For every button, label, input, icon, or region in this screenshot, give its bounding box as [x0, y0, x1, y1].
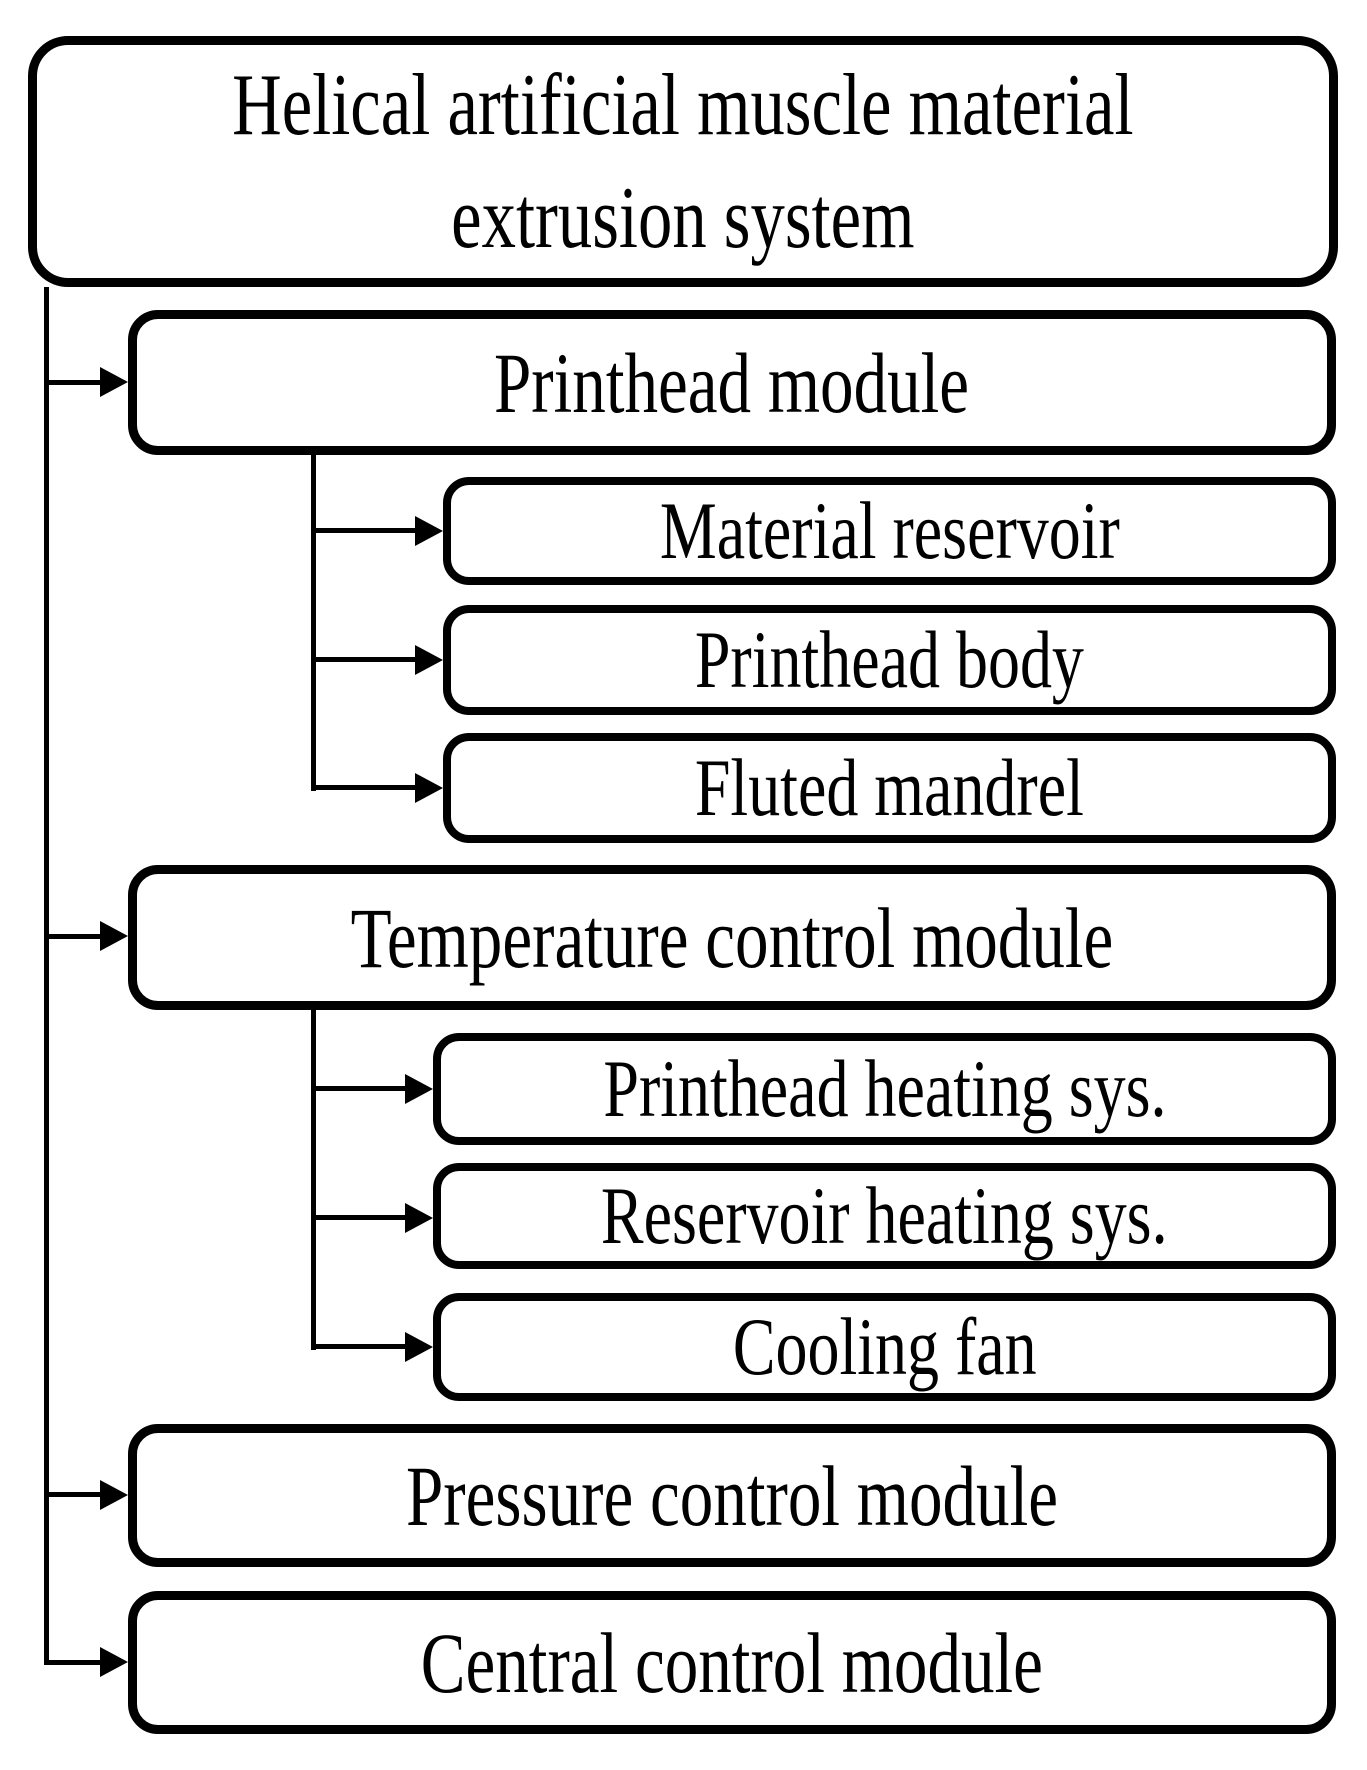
node-reservoir-heating-sys: Reservoir heating sys. [433, 1163, 1336, 1269]
arrow-fluted-mandrel-icon [415, 773, 443, 803]
node-material-reservoir: Material reservoir [443, 477, 1336, 585]
node-printhead-body-label: Printhead body [694, 614, 1085, 705]
node-material-reservoir-label: Material reservoir [659, 485, 1120, 576]
node-central-control-module: Central control module [128, 1591, 1336, 1734]
node-temperature-control-module: Temperature control module [128, 865, 1336, 1010]
node-cooling-fan: Cooling fan [433, 1293, 1336, 1401]
node-printhead-heating-sys: Printhead heating sys. [433, 1033, 1336, 1145]
connector-to-cooling-fan [311, 1344, 409, 1349]
arrow-reservoir-heating-icon [405, 1203, 433, 1233]
connector-temperature-subtrunk [311, 1010, 316, 1350]
node-central-control-module-label: Central control module [420, 1614, 1044, 1711]
node-pressure-control-module: Pressure control module [128, 1424, 1336, 1567]
node-printhead-module: Printhead module [128, 310, 1336, 455]
connector-printhead-subtrunk [311, 455, 316, 791]
arrow-cooling-fan-icon [405, 1332, 433, 1362]
connector-to-pressure-module [44, 1492, 104, 1497]
node-printhead-body: Printhead body [443, 605, 1336, 715]
arrow-material-reservoir-icon [415, 516, 443, 546]
arrow-printhead-module-icon [100, 367, 128, 397]
arrow-temperature-module-icon [100, 921, 128, 951]
connector-to-printhead-module [44, 380, 104, 385]
node-pressure-control-module-label: Pressure control module [405, 1447, 1059, 1544]
connector-to-printhead-heating [311, 1086, 409, 1091]
node-temperature-control-module-label: Temperature control module [350, 889, 1114, 986]
node-printhead-heating-sys-label: Printhead heating sys. [602, 1043, 1167, 1134]
connector-to-reservoir-heating [311, 1215, 409, 1220]
node-extrusion-system-label-line2: extrusion system [451, 169, 915, 267]
node-extrusion-system-label-line1: Helical artificial muscle material [232, 56, 1134, 154]
connector-to-temperature-module [44, 934, 104, 939]
connector-to-central-module [44, 1660, 104, 1665]
node-extrusion-system-label: Helical artificial muscle material extru… [232, 49, 1133, 275]
arrow-printhead-heating-icon [405, 1074, 433, 1104]
node-fluted-mandrel: Fluted mandrel [443, 733, 1336, 843]
arrow-printhead-body-icon [415, 645, 443, 675]
connector-main-trunk [44, 287, 49, 1665]
node-fluted-mandrel-label: Fluted mandrel [694, 742, 1084, 833]
connector-to-printhead-body [311, 657, 419, 662]
node-cooling-fan-label: Cooling fan [732, 1301, 1037, 1392]
arrow-pressure-module-icon [100, 1480, 128, 1510]
node-printhead-module-label: Printhead module [494, 334, 970, 431]
node-extrusion-system: Helical artificial muscle material extru… [28, 36, 1338, 287]
arrow-central-module-icon [100, 1647, 128, 1677]
node-reservoir-heating-sys-label: Reservoir heating sys. [601, 1170, 1168, 1261]
connector-to-material-reservoir [311, 528, 419, 533]
connector-to-fluted-mandrel [311, 785, 419, 790]
